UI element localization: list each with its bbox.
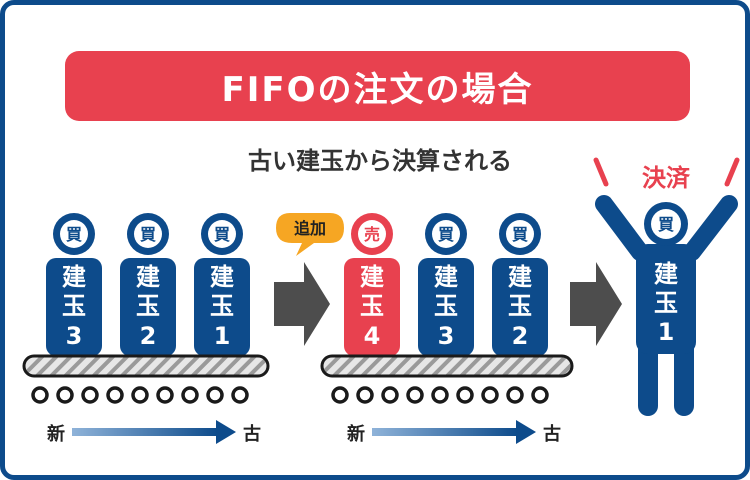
old-label: 古 [243, 423, 261, 445]
pawn-number: 3 [438, 322, 455, 350]
pawn-number: 1 [214, 322, 231, 350]
position-pawn: 買 建 玉 3 [46, 213, 102, 356]
badge-text: 買 [512, 225, 528, 244]
pawn-body [120, 258, 176, 356]
pawn-body [46, 258, 102, 356]
badge-circle [651, 209, 681, 239]
pawn-label-2: 玉 [210, 292, 234, 320]
badge-circle [60, 220, 88, 248]
excite-mark-left [593, 157, 609, 187]
before-group: 買 建 玉 3 買 建 玉 2 買 建 玉 1 [22, 213, 270, 445]
pawn-number: 2 [140, 322, 157, 350]
pawn-label-1: 建 [136, 263, 160, 291]
pawn-label-1: 建 [654, 260, 678, 288]
position-pawn: 買 建 玉 2 [492, 213, 548, 356]
pawn-label-2: 玉 [434, 292, 458, 320]
add-bubble-text: 追加 [294, 219, 326, 238]
conveyor-rollers [31, 386, 249, 404]
badge-circle [358, 220, 386, 248]
pawn-label-2: 玉 [136, 292, 160, 320]
position-pawn: 買 建 玉 2 [120, 213, 176, 356]
position-pawn: 買 建 玉 1 [194, 213, 250, 356]
pawn-number: 2 [512, 322, 529, 350]
pawn-label-2: 玉 [654, 289, 678, 317]
badge-circle [208, 220, 236, 248]
page-title: FIFOの注文の場合 [221, 69, 534, 110]
conveyor-belt [320, 354, 574, 378]
excite-mark-right [724, 157, 740, 187]
direction-arrow-head [516, 420, 536, 444]
settled-label: 決済 [642, 164, 691, 192]
new-label: 新 [47, 423, 65, 445]
person-left-leg [638, 336, 658, 416]
conveyor-belt [22, 354, 270, 378]
after-group: 追加 売 建 玉 4 買 建 玉 3 買 建 玉 [276, 213, 574, 445]
settled-group: 決済 買 建 玉 1 [593, 157, 740, 416]
old-label: 古 [543, 423, 561, 445]
pawn-label-2: 玉 [62, 292, 86, 320]
position-pawn: 売 建 玉 4 [344, 213, 400, 356]
badge-text: 売 [364, 225, 380, 244]
pawn-label-1: 建 [360, 263, 384, 291]
person-body [636, 244, 696, 354]
direction-arrow-shaft [372, 428, 518, 436]
badge-text: 買 [658, 215, 674, 234]
direction-arrow-shaft [72, 428, 218, 436]
pawn-label-1: 建 [210, 263, 234, 291]
pawn-number: 3 [66, 322, 83, 350]
add-bubble: 追加 [276, 213, 344, 256]
subtitle: 古い建玉から決算される [248, 147, 512, 175]
pawn-label-1: 建 [62, 263, 86, 291]
person-right-arm [683, 195, 738, 261]
badge-circle [134, 220, 162, 248]
pawn-label-1: 建 [508, 263, 532, 291]
transition-arrow [570, 262, 622, 346]
pawn-label-1: 建 [434, 263, 458, 291]
pawn-body [492, 258, 548, 356]
badge-circle [506, 220, 534, 248]
pawn-body [418, 258, 474, 356]
badge-text: 買 [438, 225, 454, 244]
badge-text: 買 [214, 225, 230, 244]
badge-text: 買 [140, 225, 156, 244]
conveyor-rollers [331, 386, 549, 404]
badge-circle [432, 220, 460, 248]
pawn-body [194, 258, 250, 356]
person-left-arm [595, 195, 649, 261]
direction-arrow-head [216, 420, 236, 444]
pawn-number: 4 [364, 322, 381, 350]
position-pawn: 買 建 玉 3 [418, 213, 474, 356]
pawn-label-2: 玉 [360, 292, 384, 320]
title-banner: FIFOの注文の場合 [65, 51, 690, 121]
pawn-body [344, 258, 400, 356]
new-label: 新 [347, 423, 365, 445]
badge-text: 買 [66, 225, 82, 244]
person-right-leg [674, 336, 694, 416]
transition-arrow [274, 262, 330, 346]
pawn-label-2: 玉 [508, 292, 532, 320]
pawn-number: 1 [658, 318, 675, 346]
